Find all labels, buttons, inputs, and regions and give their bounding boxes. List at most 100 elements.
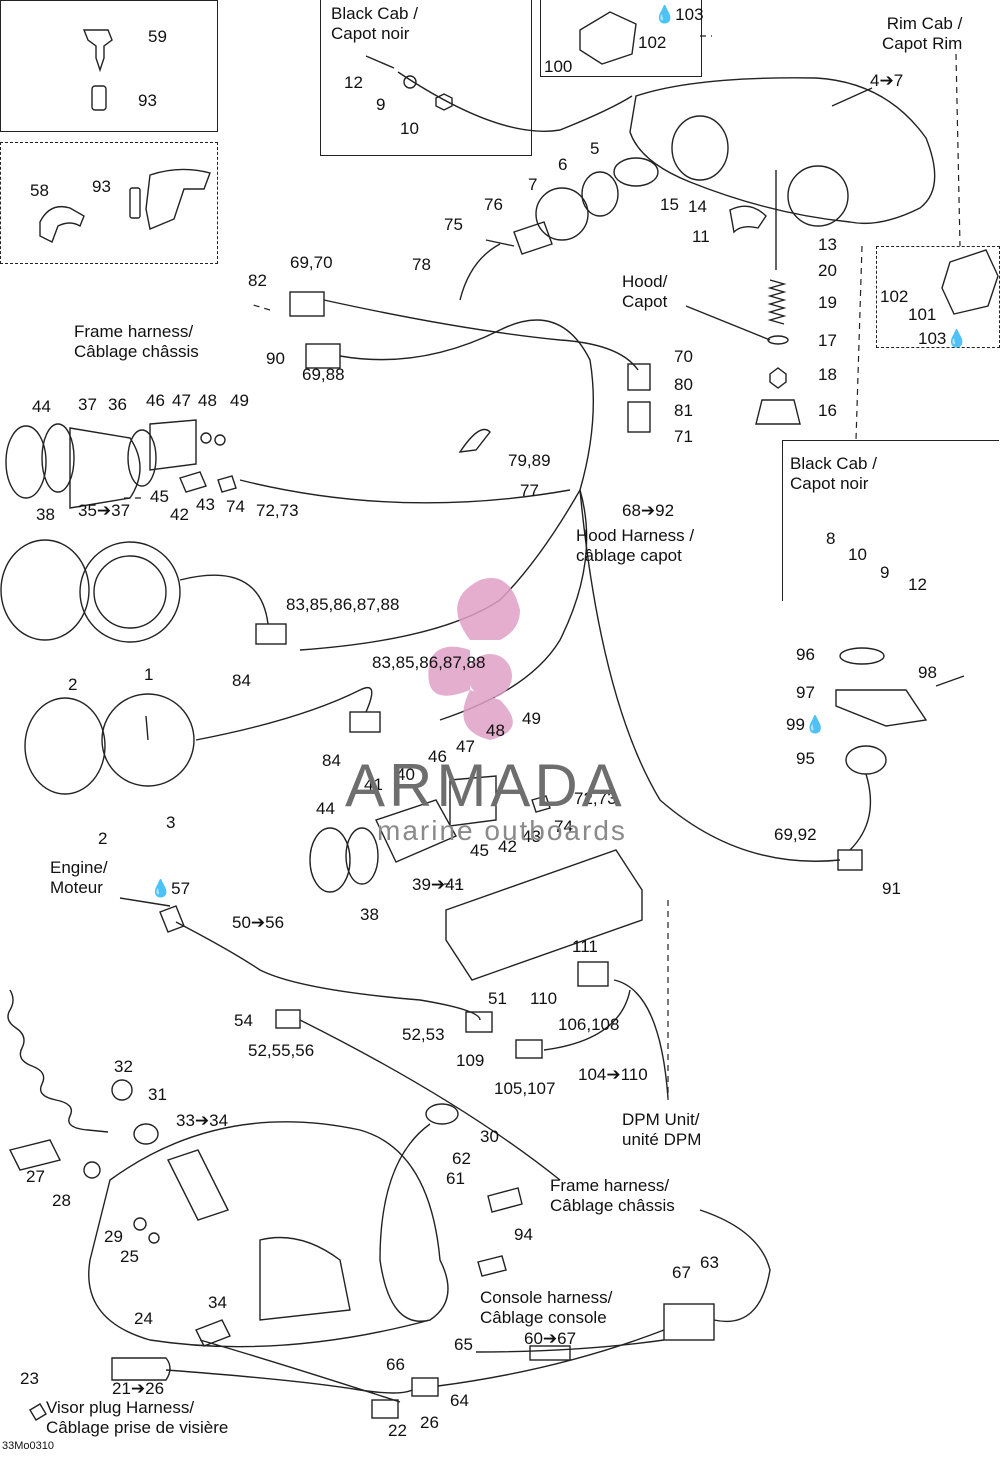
part-number: 103: [918, 329, 947, 348]
part-label: 1: [144, 665, 154, 684]
module-46b-part: [449, 775, 497, 827]
part-label: 5: [590, 139, 600, 158]
callout-line-2: Câblage console: [480, 1308, 607, 1327]
part-label: 80: [674, 375, 693, 394]
plate-97-part: [835, 689, 928, 727]
part-label: 31: [148, 1085, 167, 1104]
part-label: 40: [396, 765, 415, 784]
dashed-leader: [855, 245, 863, 441]
nut-18-part: [769, 367, 787, 389]
washer-47-part: [200, 432, 212, 444]
connector-109-part: [515, 1039, 543, 1059]
part-label: 100: [544, 57, 573, 76]
bezel-38-part: [5, 425, 47, 499]
nut-48-part: [214, 434, 226, 446]
part-label: 42: [170, 505, 189, 524]
part-label: 91: [882, 879, 901, 898]
frame-harness-arrow: [699, 1209, 771, 1322]
harness-wire: [475, 1339, 665, 1353]
part-label: 48: [486, 721, 505, 740]
caption-line-2: Capot noir: [790, 474, 869, 493]
bulb-5-part: [613, 157, 659, 187]
connector-22-part: [371, 1399, 399, 1419]
harness-wire: [239, 479, 571, 504]
part-label: 💧103: [654, 6, 704, 24]
clip-58-part: [39, 205, 85, 243]
harness-wire: [299, 1019, 561, 1181]
callout-line-1: Hood Harness /: [576, 526, 695, 545]
part-label: 30: [480, 1127, 499, 1146]
hose-78-part: [459, 243, 501, 301]
rim-leader: [831, 87, 873, 107]
part-label: 69,92: [774, 825, 817, 844]
part-label: 18: [818, 365, 837, 384]
connector-81-part: [627, 401, 651, 433]
harness-wire: [579, 489, 841, 862]
inset-top-left-1: [0, 0, 218, 132]
callout-line-1: Visor plug Harness/: [46, 1398, 195, 1417]
part-label: 32: [114, 1057, 133, 1076]
engine-callout: Engine/ Moteur: [50, 858, 108, 898]
clip-34-part: [195, 1319, 231, 1347]
black-cab-top-caption: Black Cab / Capot noir: [331, 4, 418, 44]
part-label: 69,88: [302, 365, 345, 384]
part-number: 57: [171, 879, 191, 898]
washer-17-part: [767, 335, 789, 345]
callout-line-1: Frame harness/: [74, 322, 194, 341]
part-label: 51: [488, 989, 507, 1008]
harness-wire: [195, 686, 373, 741]
tie-79-part: [458, 428, 491, 453]
part-label: 54: [234, 1011, 253, 1030]
cap-28-part: [83, 1161, 101, 1179]
seal-44b-part: [345, 827, 379, 885]
part-label: 75: [444, 215, 463, 234]
part-label: 69,70: [290, 253, 333, 272]
part-label: 47: [456, 737, 475, 756]
bracket-94-part: [477, 1187, 523, 1277]
watermark-name: ARMADA: [345, 752, 626, 819]
part-label: 103💧: [918, 330, 968, 348]
caption-line-2: Capot Rim: [882, 34, 963, 53]
part-label: 42: [498, 837, 517, 856]
frame-harness-top-callout: Frame harness/ Câblage châssis: [74, 322, 199, 362]
cap-7-part: [535, 187, 589, 241]
part-label: 2: [98, 829, 108, 848]
part-label: 38: [360, 905, 379, 924]
bezel-38b-part: [309, 827, 351, 893]
harness-wire: [179, 574, 269, 625]
harness-wire: [379, 1123, 431, 1322]
part-label: 20: [818, 261, 837, 280]
visor-harness-callout: Visor plug Harness/ Câblage prise de vis…: [46, 1398, 228, 1438]
part-label: 66: [386, 1355, 405, 1374]
callout-line-1: Engine/: [50, 858, 108, 877]
part-label: 101: [908, 305, 937, 324]
drop-icon: 💧: [654, 5, 676, 24]
switch-33-part: [167, 1149, 229, 1221]
part-label: 72,73: [256, 501, 299, 520]
plug-74b-part: [531, 795, 551, 813]
part-label: 45: [150, 487, 169, 506]
part-label: 52,53: [402, 1025, 445, 1044]
bolt-12-part: [365, 55, 395, 69]
gauge-3-part: [101, 693, 195, 787]
part-label: 9: [880, 563, 890, 582]
callout-line-1: Console harness/: [480, 1288, 613, 1307]
part-label: 79,89: [508, 451, 551, 470]
part-label: 41: [364, 775, 383, 794]
leader-98: [935, 675, 965, 687]
part-label: 2: [68, 675, 78, 694]
part-label: 43: [522, 827, 541, 846]
part-label: 84: [232, 671, 251, 690]
part-label: 46: [428, 747, 447, 766]
part-label: 3: [166, 813, 176, 832]
dpm-unit-part: [445, 849, 643, 981]
clip-11-part: [729, 205, 767, 234]
bracket-part: [145, 168, 211, 230]
part-label: 34: [208, 1293, 227, 1312]
part-label: 81: [674, 401, 693, 420]
console-inner: [259, 1236, 351, 1321]
part-label: 90: [266, 349, 285, 368]
part-label: 68➔92: [622, 501, 675, 520]
gauge-body-39-part: [375, 799, 457, 863]
frame-harness-bottom-callout: Frame harness/ Câblage châssis: [550, 1176, 675, 1216]
